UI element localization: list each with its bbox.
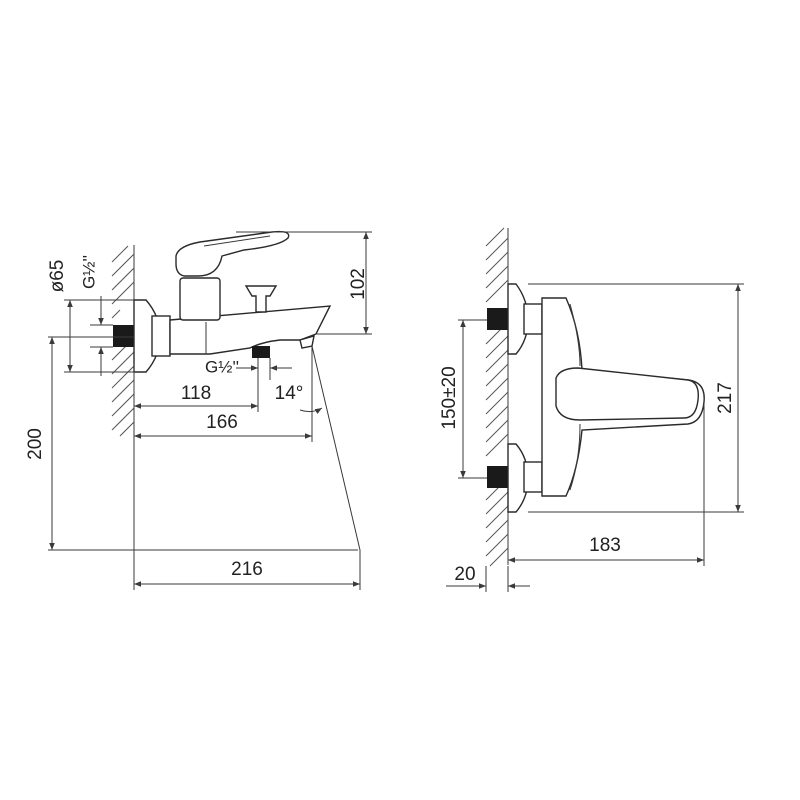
side-view: 150±20 217 183 20	[439, 227, 744, 592]
dim-thread-bottom: G½''	[205, 357, 239, 376]
dim-150: 150±20	[439, 366, 460, 429]
side-upper-connector	[487, 308, 509, 330]
side-lever	[555, 367, 699, 421]
side-lower-connector	[487, 466, 509, 488]
dim-183: 183	[589, 535, 621, 556]
lever-handle	[175, 230, 290, 277]
diverter-knob	[244, 285, 278, 313]
dim-166: 166	[206, 412, 238, 433]
shower-outlet	[252, 346, 270, 358]
dim-118: 118	[181, 383, 211, 404]
dim-thread-vertical: G½''	[79, 255, 98, 289]
side-upper-nut	[523, 303, 543, 335]
front-view: 102 ø65 G½'' G½'' 118 14° 166 200 216	[25, 230, 372, 590]
dim-20: 20	[454, 564, 475, 585]
cartridge-housing	[179, 277, 221, 321]
dim-217: 217	[715, 382, 736, 414]
dim-102: 102	[348, 268, 369, 300]
front-eccentric-nut	[151, 315, 171, 357]
dim-200: 200	[25, 428, 46, 460]
dim-216: 216	[231, 559, 263, 580]
front-wall-connector	[113, 325, 135, 347]
side-lower-nut	[523, 461, 543, 493]
side-wall-hatch	[485, 227, 509, 567]
dim-diameter-65: ø65	[47, 260, 68, 293]
dim-angle-14: 14°	[275, 383, 304, 404]
